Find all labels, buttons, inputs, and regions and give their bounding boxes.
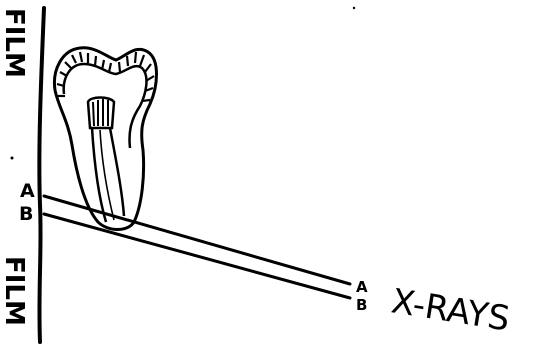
film-label-bottom: FILM <box>0 256 29 326</box>
xray-point-a-label: A <box>356 278 368 296</box>
xray-beam-a <box>44 196 350 284</box>
speck-2 <box>353 7 355 9</box>
film-line <box>39 8 44 342</box>
xray-beam-b <box>44 214 350 298</box>
film-point-a-label: A <box>20 180 35 202</box>
film-point-b-label: B <box>19 203 33 225</box>
x-rays-label: X-RAYS <box>389 281 513 339</box>
xray-point-b-label: B <box>356 296 367 314</box>
speck-1 <box>11 157 14 160</box>
film-label-top: FILM <box>0 8 29 78</box>
